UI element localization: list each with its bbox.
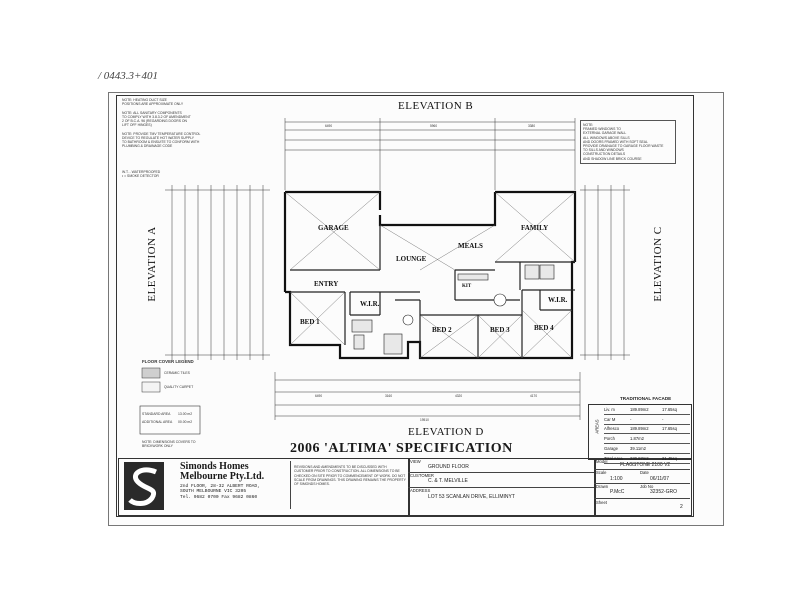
room-meals: MEALS [458, 242, 483, 250]
drawing-border [116, 95, 694, 517]
areas-table [588, 404, 692, 460]
company-name-2: Melbourne Pty.Ltd. [180, 471, 265, 482]
area-row-sq: - [662, 416, 664, 422]
model-value: FLAGSTONE 2100 V2 [620, 462, 671, 468]
customer-label: CUSTOMER [410, 473, 434, 478]
areas-heading: AREAS [594, 419, 600, 434]
area-row: Alfresco 189.89m2 17.65sq [604, 425, 690, 435]
sheet-label: Sheet [596, 500, 607, 505]
room-lounge: LOUNGE [396, 255, 427, 263]
dim-top-2: 5960 [430, 124, 438, 128]
scale-value: 1:100 [610, 476, 623, 482]
room-bed-2: BED 2 [432, 326, 452, 334]
area-row-m2: 230.87m2 [630, 455, 649, 461]
area-standard-value: 13.00 m2 [178, 412, 193, 416]
wet-area-legend: W.T. - WATERPROOFED • = SMOKE DETECTOR [122, 170, 161, 179]
floor-legend-carpet: QUALITY CARPET [164, 385, 194, 389]
area-row-sq: 17.65sq [662, 426, 677, 432]
address-label: ADDRESS [410, 488, 431, 493]
company-address: 2nd FLOOR, 28-32 ALBERT ROAD, SOUTH MELB… [180, 484, 260, 500]
top-right-notes: NOTE: FRAMED WINDOWS TO EXTERNAL GARAGE … [580, 120, 676, 164]
job-label: Job No [640, 484, 654, 489]
dim-top-3: 3380 [528, 124, 536, 128]
area-row-m2: 1.87m2 [630, 436, 644, 442]
dim-bottom-3: 4320 [455, 394, 463, 398]
view-value: GROUND FLOOR [428, 464, 469, 470]
model-label: Model [596, 459, 608, 464]
area-standard-label: STANDARD AREA [142, 412, 171, 416]
area-row: Total Area 230.87m2 21.45sq [604, 454, 690, 464]
area-row-sq: 17.65sq [662, 406, 677, 412]
area-additional-value: 00.00 m2 [178, 420, 193, 424]
dim-overall: 19510 [420, 418, 429, 422]
area-row-m2: 189.89m2 [630, 406, 649, 412]
room-wir-2: W.I.R. [548, 296, 568, 304]
area-row-label: Liv. m [604, 406, 615, 412]
area-row-sq: 21.45sq [662, 455, 677, 461]
room-bed-3: BED 3 [490, 326, 510, 334]
area-row-label: Car M [604, 416, 616, 422]
elevation-d-label: ELEVATION D [408, 426, 484, 438]
company-name-1: Simonds Homes [180, 461, 249, 472]
revision-notes: REVISIONS AND AMENDMENTS TO BE DISCUSSED… [290, 461, 406, 509]
handwritten-note: / 0443.3+401 [98, 70, 158, 82]
spec-title: 2006 'ALTIMA' SPECIFICATION [290, 441, 513, 456]
area-row-label: Total Area [604, 455, 623, 461]
drawn-value: P.McC [610, 489, 625, 495]
address-value: LOT 53 SCANLAN DRIVE, ELLIMINYT [428, 494, 515, 500]
date-label: Date [640, 470, 649, 475]
area-additional-label: ADDITIONAL AREA [142, 420, 173, 424]
area-row: Porch 1.87m2 [604, 434, 690, 445]
area-row: Liv. m 189.89m2 17.65sq [604, 405, 690, 415]
view-label: VIEW [410, 459, 421, 464]
area-row: Car M - - [604, 415, 690, 425]
sheet-value: 2 [680, 504, 683, 510]
simonds-logo-icon [124, 462, 164, 510]
area-row: Garage 39.11m2 [604, 444, 690, 454]
dim-top-1: 6490 [325, 124, 333, 128]
area-row-label: Garage [604, 446, 618, 452]
dim-bottom-1: 6490 [315, 394, 323, 398]
scale-label: Scale [596, 470, 607, 475]
room-entry: ENTRY [314, 280, 339, 288]
drawing-info-block [594, 458, 692, 516]
elevation-b-label: ELEVATION B [398, 100, 474, 112]
room-family: FAMILY [521, 224, 549, 232]
dim-bottom-4: 4170 [530, 394, 538, 398]
date-value: 06/11/07 [650, 476, 670, 482]
dim-bottom-2: 3160 [385, 394, 393, 398]
area-row-label: Porch [604, 436, 615, 442]
room-garage: GARAGE [318, 224, 349, 232]
room-wir-1: W.I.R. [360, 300, 380, 308]
customer-value: C. & T. MELVILLE [428, 478, 468, 484]
room-bed-4: BED 4 [534, 324, 554, 332]
area-row-label: Alfresco [604, 426, 620, 432]
drawn-label: Drawn [596, 484, 609, 489]
facade-label: TRADITIONAL FACADE [620, 396, 672, 401]
room-kitchen: KIT [462, 284, 472, 289]
floor-legend-tiles: CERAMIC TILES [164, 371, 190, 375]
room-bed-1: BED 1 [300, 318, 320, 326]
job-value: 32352-GRO [650, 489, 677, 495]
area-row-m2: 39.11m2 [630, 446, 646, 452]
top-left-notes: NOTE: HEATING DUCT SIZE POSITIONS ARE AP… [122, 98, 201, 149]
floor-legend-title: FLOOR COVER LEGEND [142, 359, 194, 364]
area-row-m2: - [630, 416, 632, 422]
area-row-m2: 189.89m2 [630, 426, 649, 432]
dimension-note: NOTE: DIMENSIONS COVERS TO BRICKWORK ONL… [142, 440, 196, 449]
